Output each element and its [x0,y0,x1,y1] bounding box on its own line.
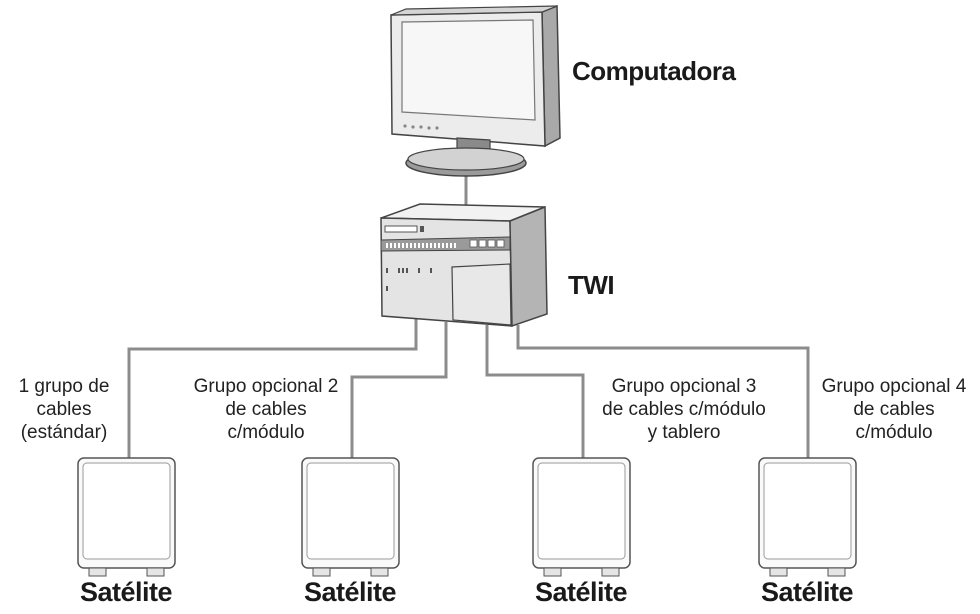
satellite-device-4 [758,457,857,577]
satellite-device-3 [532,457,631,577]
satellite-4-caption-line: de cables [853,399,935,421]
computer-label: Computadora [572,56,736,86]
satellite-1-caption-line: 1 grupo de [18,376,110,397]
twi-device-icon [380,203,548,328]
satellite-1-caption: 1 grupo de cables (estándar) [0,375,128,445]
satellite-3-caption: Grupo opcional 3 de cables c/módulo y ta… [588,375,780,445]
satellite-3-label: Satélite [534,577,628,607]
computer-icon [390,4,561,177]
satellite-3-caption-line: Grupo opcional 3 [611,376,757,397]
satellite-4-caption: Grupo opcional 4 de cables c/módulo [812,375,976,445]
satellite-4-label: Satélite [760,577,854,607]
satellite-3-caption-line: y tablero [647,422,721,444]
satellite-1-label: Satélite [79,577,173,607]
satellite-2-label: Satélite [303,577,397,607]
connection-lines [127,170,810,458]
link-satellite-1 [127,318,418,458]
link-satellite-2 [350,322,448,458]
satellite-2-caption: Grupo opcional 2 de cables c/módulo [186,375,346,445]
satellite-2-caption-line: de cables [225,399,307,421]
twi-label: TWI [568,270,615,300]
satellite-2-caption-line: c/módulo [227,422,305,444]
link-satellite-3 [485,325,585,458]
satellite-3-caption-line: de cables c/módulo [602,399,766,421]
satellite-4-caption-line: c/módulo [855,422,933,444]
satellite-1-caption-line: (estándar) [20,422,108,444]
satellite-device-2 [301,457,400,577]
satellite-2-caption-line: Grupo opcional 2 [193,376,339,397]
link-satellite-4 [516,325,810,458]
satellite-4-caption-line: Grupo opcional 4 [821,376,967,397]
satellite-1-caption-line: cables [36,399,92,421]
satellite-device-1 [77,457,176,577]
